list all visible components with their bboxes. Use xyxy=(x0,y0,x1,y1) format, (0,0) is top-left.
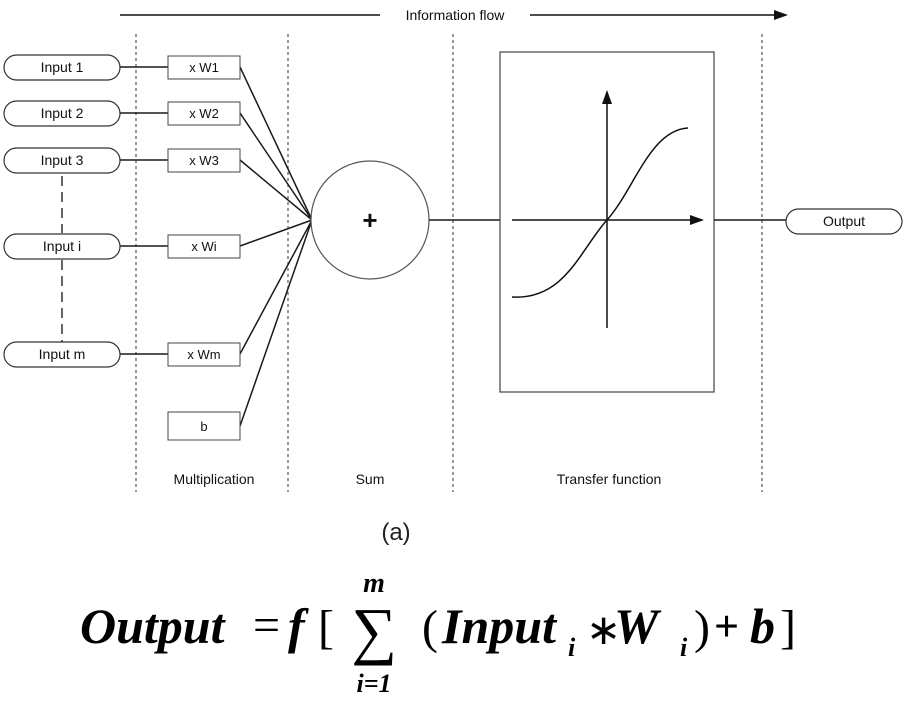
input-node: Input m xyxy=(3,341,121,368)
formula-sum-lower: i=1 xyxy=(356,669,391,698)
formula-lhs: Output xyxy=(80,598,227,654)
input-node: Input 3 xyxy=(3,147,121,174)
formula-input: Input xyxy=(441,598,558,654)
formula-rbracket: ] xyxy=(780,601,796,654)
input-label: Input 1 xyxy=(41,59,84,75)
weight-label: x W3 xyxy=(189,153,219,168)
bias-node: b xyxy=(167,411,241,441)
output-formula: Output = f [ m ∑ i=1 ( Input i ∗ W i ) +… xyxy=(80,568,796,698)
formula-equals: = xyxy=(253,599,280,652)
weight-sum-wire xyxy=(239,159,313,221)
flow-label-backdrop xyxy=(380,5,530,25)
input-label: Input 3 xyxy=(41,152,84,168)
output-node: Output xyxy=(785,208,903,235)
plus-symbol: + xyxy=(362,205,377,235)
transfer-function-box xyxy=(499,51,715,393)
formula-lparen: ( xyxy=(422,601,438,654)
weight-node: x Wm xyxy=(167,342,241,367)
stage-label-transfer: Transfer function xyxy=(557,471,662,487)
formula-times: ∗ xyxy=(586,608,621,654)
weight-label: x W2 xyxy=(189,106,219,121)
formula-sum-sign: ∑ xyxy=(351,595,397,666)
input-label: Input 2 xyxy=(41,105,84,121)
weight-sum-wire xyxy=(239,219,313,427)
weight-sum-wire xyxy=(239,219,313,355)
weight-node: x W1 xyxy=(167,55,241,80)
weight-node: x W3 xyxy=(167,148,241,173)
weight-label: x Wm xyxy=(187,347,220,362)
formula-weight: W xyxy=(614,598,662,654)
input-label: Input m xyxy=(39,346,86,362)
formula-sum-upper: m xyxy=(363,568,385,599)
weight-node: x Wi xyxy=(167,234,241,259)
input-node: Input i xyxy=(3,233,121,260)
sigmoid-curve xyxy=(511,127,689,298)
input-label: Input i xyxy=(43,238,81,254)
input-node: Input 1 xyxy=(3,54,121,81)
summation-node: + xyxy=(310,160,430,280)
formula-func: f xyxy=(288,598,309,654)
stage-label-sum: Sum xyxy=(356,471,385,487)
formula-bias: b xyxy=(750,598,775,654)
formula-rparen: ) xyxy=(694,601,710,654)
formula-sub-i: i xyxy=(680,633,688,662)
formula-sub-i: i xyxy=(568,633,576,662)
input-node: Input 2 xyxy=(3,100,121,127)
formula-lbracket: [ xyxy=(318,601,334,654)
weight-label: x W1 xyxy=(189,60,219,75)
weight-label: x Wi xyxy=(191,239,216,254)
bias-label: b xyxy=(200,419,207,434)
stage-label-multiplication: Multiplication xyxy=(174,471,255,487)
weight-sum-wire xyxy=(239,66,313,221)
information-flow-label: Information flow xyxy=(406,7,506,23)
weight-node: x W2 xyxy=(167,101,241,126)
formula-plus: + xyxy=(714,602,739,651)
figure-caption: (a) xyxy=(381,519,410,546)
weight-sum-wire xyxy=(239,219,313,247)
output-label: Output xyxy=(823,213,865,229)
weight-sum-wire xyxy=(239,112,313,221)
